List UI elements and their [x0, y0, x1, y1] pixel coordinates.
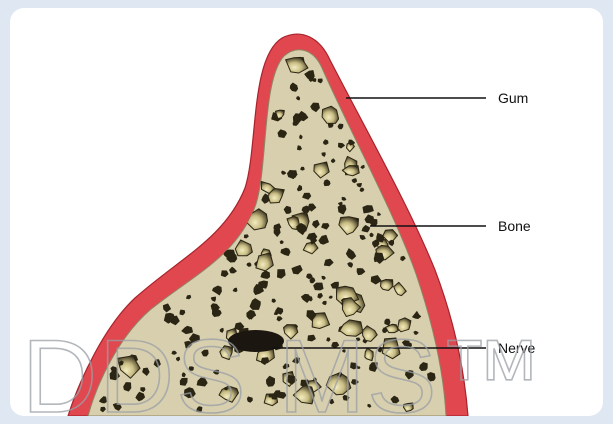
gum-label: Gum: [498, 90, 528, 106]
bone-cross-section-diagram: Gum Bone Nerve DDS MS™: [10, 8, 603, 416]
bone-pore: [357, 184, 361, 187]
bone-pore: [329, 296, 332, 298]
bone-pore: [301, 167, 304, 170]
watermark-text: DDS MS™: [22, 319, 544, 416]
bone-pore: [318, 79, 322, 83]
bone-pore: [324, 140, 329, 145]
bone-pore: [274, 311, 278, 315]
diagram-panel: Gum Bone Nerve DDS MS™: [10, 8, 603, 416]
bone-pore: [258, 281, 267, 288]
bone-pore: [290, 171, 296, 177]
bone-pore: [244, 235, 248, 238]
bone-pore: [323, 301, 327, 304]
bone-pore: [300, 135, 302, 139]
bone-pore: [360, 188, 364, 191]
bone-pore: [314, 283, 323, 290]
bone-pore: [278, 130, 287, 138]
bone-pore: [370, 233, 373, 236]
bone-pore: [280, 241, 283, 244]
bone-pore: [272, 299, 275, 302]
bone-pore: [213, 309, 222, 317]
bone-pore: [180, 310, 185, 315]
bone-pore: [324, 180, 330, 186]
bone-pore: [342, 197, 346, 200]
bone-pore: [247, 263, 251, 266]
bone-pore: [298, 146, 302, 150]
bone-pore: [331, 159, 335, 163]
bone-pore: [187, 295, 191, 299]
bone-label: Bone: [498, 218, 531, 234]
bone-pore: [352, 179, 357, 183]
bone-pore: [322, 276, 325, 279]
bone-pore: [297, 97, 300, 100]
bone-pore: [293, 122, 298, 126]
bone-pore: [338, 124, 343, 129]
bone-pore: [360, 236, 365, 240]
